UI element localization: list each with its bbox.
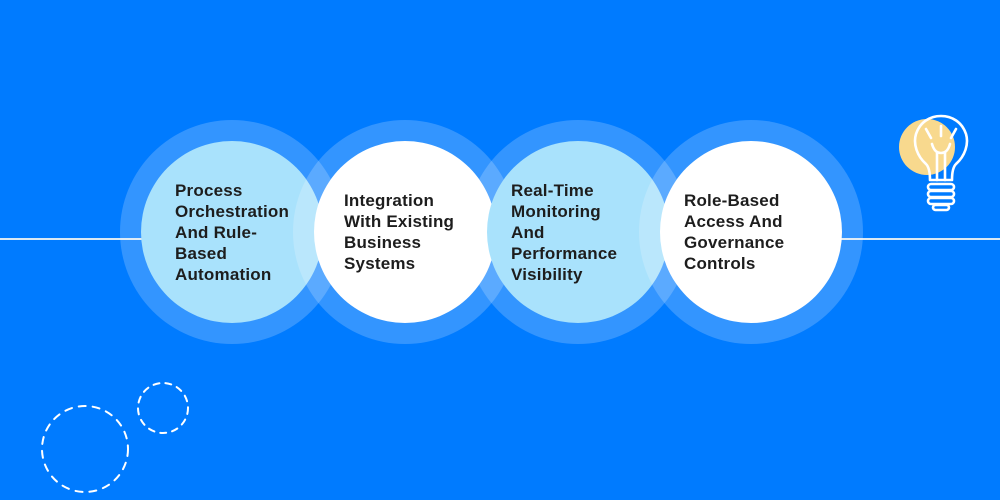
- feature-label-line: Process: [175, 180, 243, 200]
- feature-label-line: Automation: [175, 264, 272, 284]
- lightbulb-ray-right: [949, 127, 958, 140]
- feature-label-line: Visibility: [511, 264, 583, 284]
- feature-label-line: Monitoring: [511, 201, 601, 221]
- feature-label-line: Governance: [684, 233, 785, 252]
- lightbulb-glass-outline: [913, 114, 969, 182]
- feature-circle-monitoring: Real-Time Monitoring And Performance Vis…: [487, 141, 669, 323]
- dashed-circle-small: [137, 382, 189, 434]
- feature-circle-governance: Role-Based Access And Governance Control…: [660, 141, 842, 323]
- feature-circle-integration: Integration With Existing Business Syste…: [314, 141, 496, 323]
- feature-label-line: Real-Time: [511, 180, 594, 200]
- lightbulb-base-cap: [931, 203, 951, 212]
- feature-label-line: Access And: [684, 212, 783, 231]
- feature-label-line: And: [511, 222, 545, 242]
- feature-circle-process-orchestration: Process Orchestration And Rule- Based Au…: [141, 141, 323, 323]
- lightbulb-filament-cup: [930, 142, 952, 155]
- feature-label-line: Systems: [344, 254, 416, 273]
- dashed-circle-large: [41, 405, 129, 493]
- lightbulb-base-thread: [926, 182, 956, 192]
- feature-label-line: With Existing: [344, 212, 455, 231]
- feature-label-line: Based: [175, 243, 228, 263]
- lightbulb-base-thread: [926, 196, 956, 206]
- feature-label-line: And Rule-: [175, 222, 258, 242]
- lightbulb-base-thread: [926, 189, 956, 199]
- feature-label-line: Role-Based: [684, 191, 780, 210]
- dashed-circles-decoration: [41, 382, 189, 493]
- feature-label-line: Integration: [344, 191, 435, 210]
- feature-label-line: Business: [344, 233, 422, 252]
- feature-label-line: Controls: [684, 254, 756, 273]
- lightbulb-ray-left: [924, 127, 933, 140]
- lightbulb-icon: [899, 114, 969, 212]
- feature-label-line: Orchestration: [175, 201, 290, 221]
- feature-label-line: Performance: [511, 243, 618, 263]
